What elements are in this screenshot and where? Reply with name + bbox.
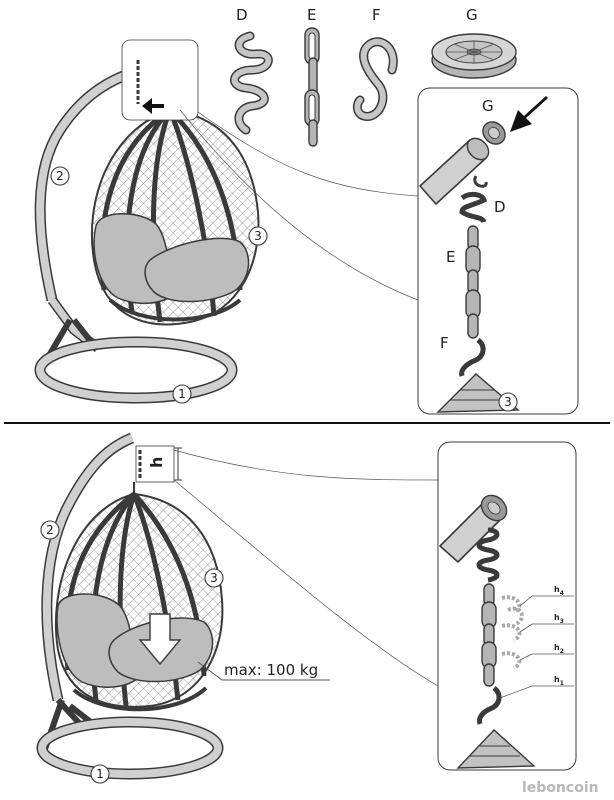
callout-bottom-chair: 3 — [204, 568, 224, 588]
bottom-stand-frame — [36, 432, 224, 780]
part-e-chain-icon: E — [304, 6, 320, 147]
svg-text:1: 1 — [178, 387, 186, 401]
part-g-label: G — [466, 6, 478, 24]
part-e-label: E — [307, 6, 316, 24]
part-g-cap-icon: G — [431, 6, 517, 79]
part-f-s-hook-icon: F — [352, 6, 398, 121]
height-box — [135, 445, 175, 483]
svg-text:3: 3 — [210, 571, 218, 585]
svg-text:1: 1 — [96, 767, 104, 781]
chain-zoom-box — [121, 39, 199, 121]
bottom-egg-chair — [54, 482, 224, 712]
bottom-detail-panel: h4 h3 h2 h1 — [437, 441, 577, 771]
callout-top-stand: 2 — [50, 166, 70, 186]
part-f-label: F — [372, 6, 381, 24]
top-detail-panel: G D E F — [417, 87, 579, 415]
detail-e-label: E — [446, 248, 455, 266]
callout-top-base: 1 — [172, 384, 192, 404]
part-d-label: D — [236, 6, 248, 24]
height-mark-1: h1 — [554, 675, 564, 687]
svg-text:3: 3 — [504, 395, 512, 409]
callout-bottom-base: 1 — [90, 764, 110, 784]
callout-detail-chair: 3 — [498, 392, 518, 412]
top-egg-chair — [90, 71, 260, 326]
height-mark-3: h3 — [554, 613, 564, 625]
height-mark-4: h4 — [554, 585, 564, 597]
part-d-spring-icon: D — [230, 6, 273, 135]
svg-text:2: 2 — [46, 523, 54, 537]
svg-text:2: 2 — [56, 169, 64, 183]
svg-text:3: 3 — [254, 229, 262, 243]
top-panel: D E F G — [34, 6, 579, 415]
top-stand-frame — [34, 64, 238, 404]
max-load-label: max: 100 kg — [224, 661, 318, 679]
watermark: leboncoin — [522, 780, 599, 796]
callout-bottom-stand: 2 — [40, 520, 60, 540]
down-arrow-icon — [138, 613, 182, 666]
height-label: h — [147, 457, 166, 468]
arrow-down-left-icon — [510, 96, 548, 132]
callout-top-chair: 3 — [248, 226, 268, 246]
detail-d-label: D — [494, 198, 506, 216]
detail-g-label: G — [482, 97, 494, 115]
detail-f-label: F — [440, 334, 449, 352]
arrow-left-icon — [142, 98, 164, 114]
height-mark-2: h2 — [554, 643, 564, 655]
bottom-panel: h max: 100 kg — [36, 432, 577, 780]
